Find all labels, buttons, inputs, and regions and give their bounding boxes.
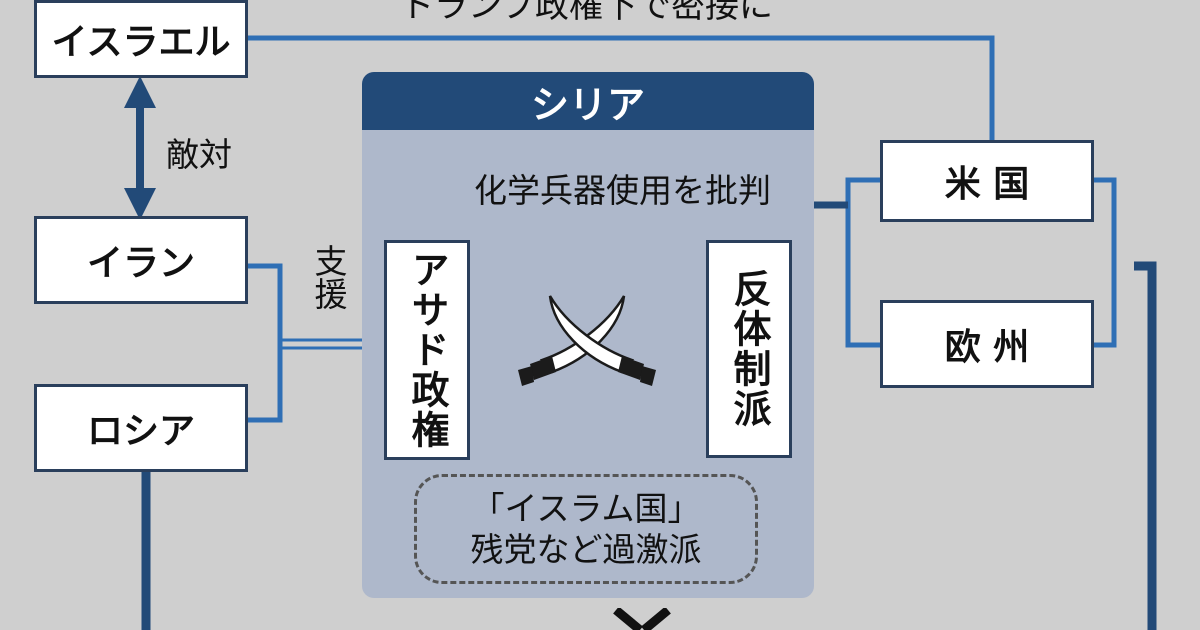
hostility-label: 敵対	[166, 135, 232, 174]
europe-box: 欧 州	[880, 300, 1094, 388]
us-europe-bracket	[845, 177, 880, 348]
israel-label: イスラエル	[51, 22, 231, 63]
syria-title: シリア	[530, 82, 645, 127]
russia-label: ロシア	[86, 411, 195, 452]
is-line2: 残党など過激派	[470, 530, 702, 569]
top-caption: トランプ政権下で密接に	[400, 0, 773, 26]
us-label: 米 国	[944, 164, 1030, 205]
right-bottom-line	[1134, 261, 1157, 630]
assad-box: アサド政権	[384, 240, 470, 460]
iran-support-link	[248, 263, 283, 423]
assad-label: アサド政権	[405, 250, 449, 450]
syria-header: シリア	[362, 72, 814, 130]
opposition-label: 反体制派	[727, 269, 771, 429]
israel-box: イスラエル	[34, 0, 248, 78]
opposition-box: 反体制派	[706, 240, 792, 458]
support-label: 支援	[309, 244, 348, 310]
crossed-swords-icon	[518, 295, 656, 386]
islamic-state-box: 「イスラム国」 残党など過激派	[414, 474, 758, 584]
iran-box: イラン	[34, 216, 248, 304]
israel-us-link	[248, 35, 995, 140]
us-box: 米 国	[880, 140, 1094, 222]
x-mark-icon	[613, 608, 671, 630]
us-europe-outer-link	[1094, 177, 1117, 348]
europe-label: 欧 州	[944, 327, 1030, 368]
is-line1: 「イスラム国」	[471, 488, 701, 528]
russia-box: ロシア	[34, 384, 248, 472]
iran-label: イラン	[86, 243, 195, 284]
criticism-label: 化学兵器使用を批判	[474, 171, 771, 210]
